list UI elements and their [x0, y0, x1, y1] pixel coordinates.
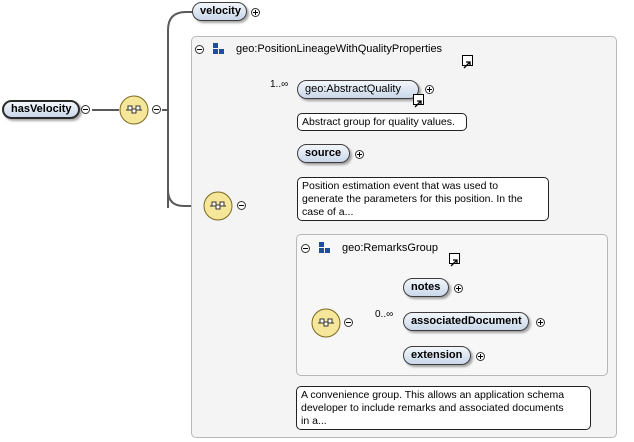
group-icon	[319, 242, 330, 253]
reference-arrow-icon[interactable]	[449, 253, 460, 267]
annotation-line: Position estimation event that was used …	[302, 180, 499, 192]
annotation-line: case of a...	[302, 206, 354, 218]
collapse-toggle-icon[interactable]	[237, 201, 246, 210]
annotation-line: in a...	[301, 415, 327, 427]
group-icon	[213, 43, 224, 54]
element-label: associatedDocument	[411, 315, 522, 327]
reference-arrow-icon[interactable]	[462, 55, 473, 69]
annotation-abstract-quality: Abstract group for quality values.	[297, 113, 467, 131]
element-associated-document[interactable]: associatedDocument	[403, 312, 529, 331]
element-label: velocity	[200, 5, 241, 17]
element-label: geo:AbstractQuality	[305, 83, 401, 95]
collapse-toggle-icon[interactable]	[301, 244, 310, 253]
annotation-line: generate the parameters for this positio…	[302, 193, 523, 205]
element-abstract-quality[interactable]: geo:AbstractQuality	[297, 80, 419, 99]
reference-arrow-icon[interactable]	[413, 94, 424, 108]
collapse-toggle-icon[interactable]	[81, 105, 90, 114]
annotation-line: developer to include remarks and associa…	[301, 402, 564, 414]
cardinality-label: 0..∞	[375, 309, 394, 320]
element-velocity[interactable]: velocity	[192, 2, 247, 21]
cardinality-label: 1..∞	[270, 79, 289, 90]
collapse-toggle-icon[interactable]	[195, 45, 204, 54]
element-label: hasVelocity	[11, 103, 72, 115]
element-label: extension	[411, 349, 463, 361]
element-hasvelocity[interactable]: hasVelocity	[2, 100, 80, 119]
element-label: source	[305, 147, 342, 159]
element-notes[interactable]: notes	[403, 278, 449, 297]
annotation-source: Position estimation event that was used …	[297, 177, 549, 221]
annotation-remarks-group: A convenience group. This allows an appl…	[296, 386, 591, 430]
group-title: geo:RemarksGroup	[342, 242, 438, 254]
sequence-compositor-icon[interactable]	[311, 308, 341, 338]
annotation-line: A convenience group. This allows an appl…	[301, 389, 565, 401]
element-source[interactable]: source	[297, 144, 350, 163]
collapse-toggle-icon[interactable]	[344, 318, 353, 327]
sequence-compositor-icon[interactable]	[203, 191, 233, 221]
expand-toggle-icon[interactable]	[355, 150, 364, 159]
collapse-toggle-icon[interactable]	[152, 105, 161, 114]
expand-toggle-icon[interactable]	[454, 284, 463, 293]
annotation-text: Abstract group for quality values.	[302, 116, 455, 128]
expand-toggle-icon[interactable]	[425, 85, 434, 94]
element-label: notes	[411, 281, 441, 293]
sequence-compositor-icon[interactable]	[119, 95, 149, 125]
expand-toggle-icon[interactable]	[536, 318, 545, 327]
expand-toggle-icon[interactable]	[476, 352, 485, 361]
group-title: geo:PositionLineageWithQualityProperties	[236, 43, 443, 55]
element-extension[interactable]: extension	[403, 346, 471, 365]
expand-toggle-icon[interactable]	[251, 8, 260, 17]
